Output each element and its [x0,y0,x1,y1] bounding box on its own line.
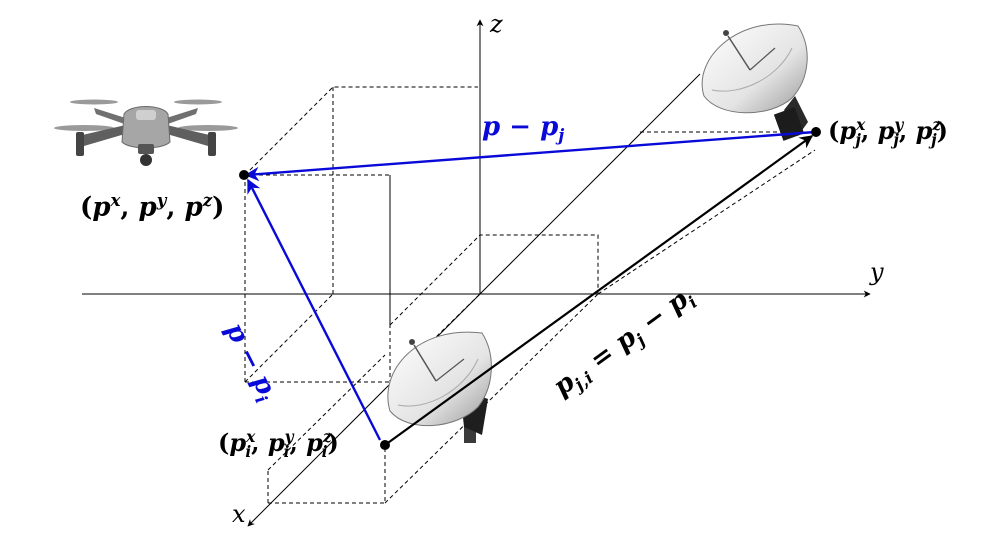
x-axis-back [479,73,701,295]
anchor-i-coordinate-label: (pxi, pyi, pzi) [218,428,339,461]
drone-icon [54,99,238,166]
anchor-i-projection-diag2 [267,354,386,471]
anchor-j-point [811,127,821,137]
anchor-i-projection [268,445,386,504]
anchor-i-point [380,440,390,450]
axis-label-x: x [232,500,246,528]
axis-label-z: z [490,10,503,38]
drone-coordinate-label: (px, py, pz) [80,190,225,223]
anchor-j-coordinate-label: (pxj, pyj, pzj) [828,116,949,149]
anchor-i-projection-diag [384,293,599,504]
projection-lines [244,86,816,504]
axis-label-y: y [870,258,884,286]
vector-pji-arrow [384,135,814,446]
vector-p-minus-pi-arrow [246,178,382,441]
vector-p-minus-pj-arrow [244,130,816,182]
drone-position-point [239,170,249,180]
anchor-j-projection-diag [597,149,816,295]
satellite-dish-icon [387,331,492,443]
satellite-dish-icon [701,23,808,141]
label-p-minus-pj: p − pj [482,112,565,146]
drone-projection-box-front [245,174,391,384]
center-box [389,234,599,326]
drone-projection-top [244,86,478,176]
